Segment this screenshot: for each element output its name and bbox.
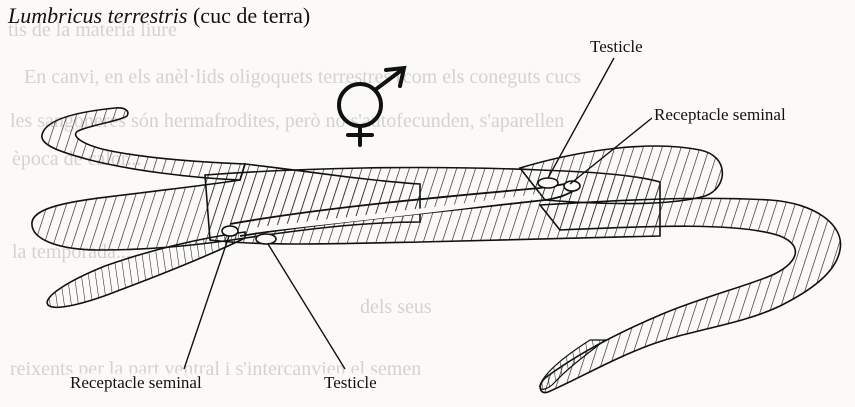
worm-right-body [540,198,841,392]
label-receptacle-seminal-top: Receptacle seminal [652,105,788,125]
testicle-bottom-organ [256,234,276,244]
receptacle-bottom-organ [222,226,238,236]
worm-upper-left-tail [42,108,245,180]
label-receptacle-seminal-bottom: Receptacle seminal [68,373,204,393]
leader-line-testicle-bottom [268,244,345,369]
label-testicle-bottom: Testicle [322,373,379,393]
testicle-top-organ [538,178,558,188]
label-testicle-top: Testicle [588,37,645,57]
hermaphrodite-symbol-icon [339,68,404,145]
